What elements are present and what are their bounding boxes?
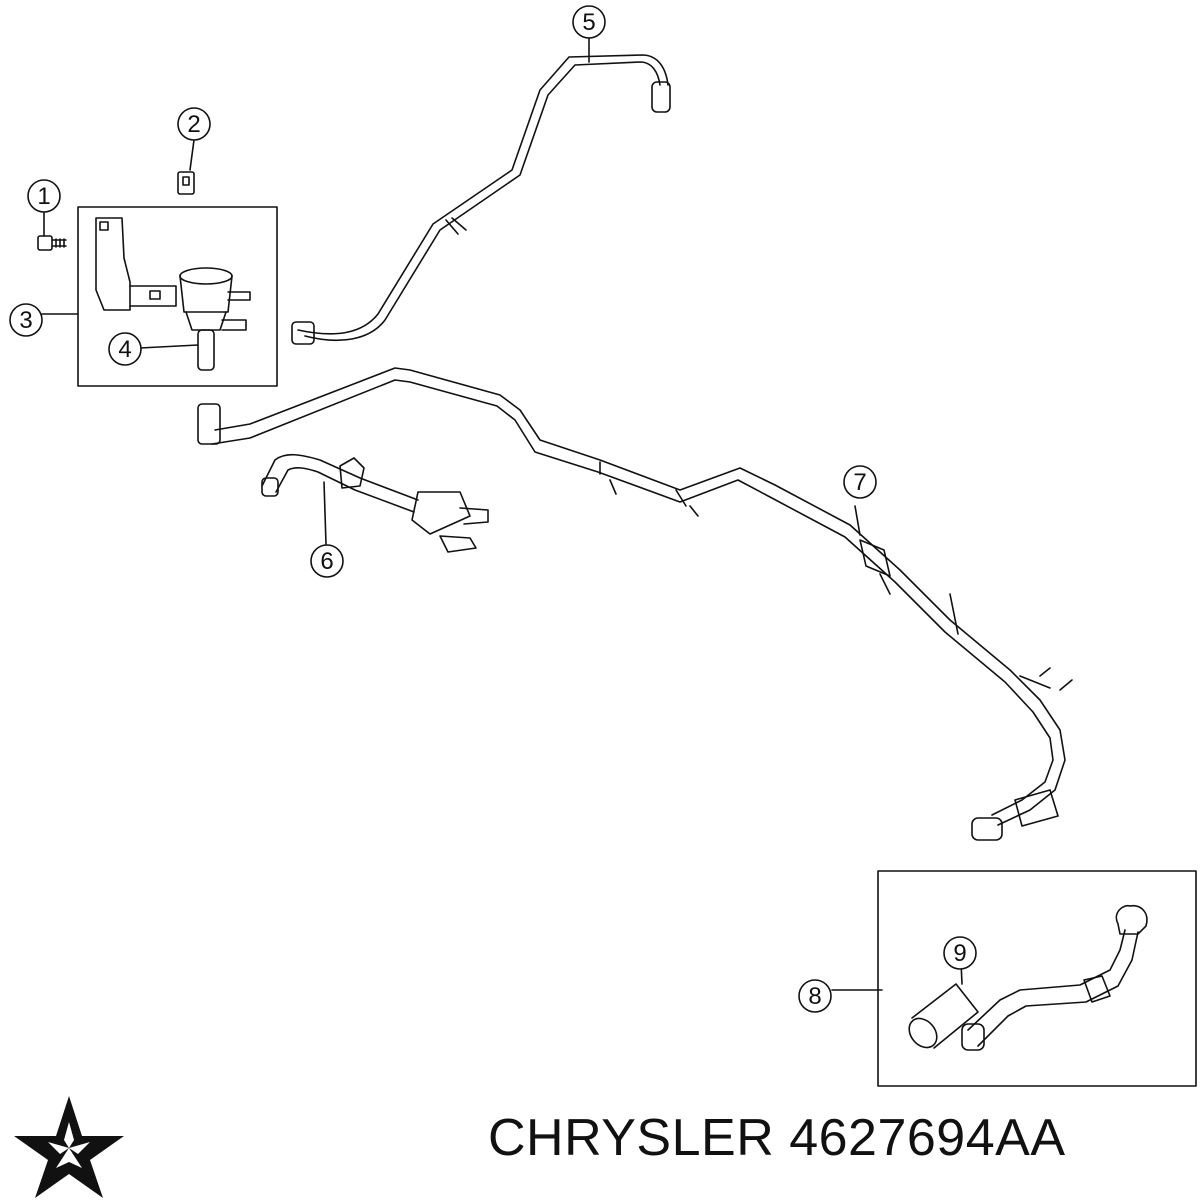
svg-text:9: 9 [953, 940, 966, 967]
callout-2: 2 [177, 107, 211, 141]
hose-connector-part-6 [261, 453, 489, 553]
vent-hose-part-5 [291, 54, 671, 345]
leader-line-7 [854, 505, 861, 536]
callout-4: 4 [108, 332, 142, 366]
leader-line-6 [323, 481, 327, 545]
leader-line-2 [189, 139, 195, 171]
callout-7: 7 [843, 465, 877, 499]
assembly-box-part-8 [877, 870, 1197, 1087]
leader-line-4 [139, 344, 199, 349]
sleeve-part-9 [908, 961, 979, 1049]
callout-5: 5 [572, 5, 606, 39]
callout-6: 6 [310, 544, 344, 578]
assembly-box-part-3 [77, 206, 278, 387]
part-title: CHRYSLER 4627694AA [488, 1108, 1066, 1168]
part-number: 4627694AA [789, 1109, 1066, 1167]
callout-1: 1 [27, 179, 61, 213]
callout-8: 8 [798, 979, 832, 1013]
callout-3: 3 [9, 303, 43, 337]
purge-valve-part-4 [179, 267, 251, 371]
svg-text:2: 2 [187, 111, 200, 138]
svg-text:3: 3 [19, 307, 32, 334]
svg-text:5: 5 [582, 9, 595, 36]
brand-name: CHRYSLER [488, 1109, 775, 1167]
svg-text:6: 6 [320, 548, 333, 575]
svg-text:8: 8 [808, 983, 821, 1010]
chrysler-pentastar-icon [8, 1092, 130, 1200]
svg-text:7: 7 [853, 469, 866, 496]
svg-text:4: 4 [118, 336, 131, 363]
svg-text:1: 1 [37, 183, 50, 210]
bolt-part-1 [37, 235, 67, 251]
clip-nut-part-2 [177, 171, 195, 195]
vapor-line-part-7 [197, 367, 1073, 841]
filler-hose [961, 904, 1148, 1051]
bracket [95, 217, 177, 311]
callout-9: 9 [943, 936, 977, 970]
